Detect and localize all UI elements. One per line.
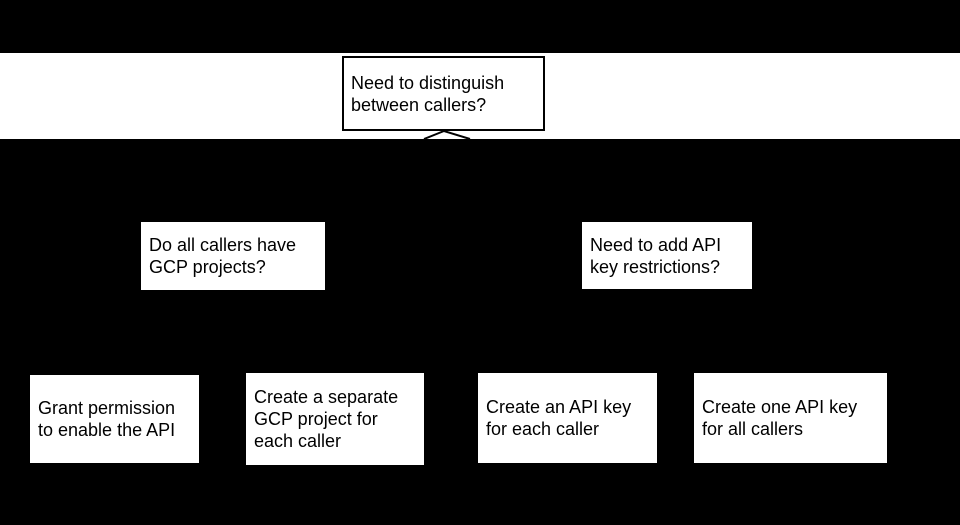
node-label: Grant permission to enable the API (38, 398, 176, 440)
node-label: Create one API key for all callers (702, 397, 858, 439)
decision-node-key-restrictions: Need to add API key restrictions? (582, 222, 752, 289)
node-label: Do all callers have GCP projects? (149, 235, 297, 277)
outcome-node-separate-gcp-project: Create a separate GCP project for each c… (246, 373, 424, 465)
decision-node-gcp-projects: Do all callers have GCP projects? (141, 222, 325, 290)
node-label: Need to add API key restrictions? (590, 234, 722, 277)
outcome-node-grant-permission: Grant permission to enable the API (30, 375, 199, 463)
decision-node-distinguish-callers: Need to distinguish between callers? (342, 56, 545, 131)
outcome-node-one-api-key: Create one API key for all callers (694, 373, 887, 463)
node-label: Need to distinguish between callers? (351, 72, 505, 115)
branch-connector-caret (423, 129, 471, 139)
outcome-node-api-key-per-caller: Create an API key for each caller (478, 373, 657, 463)
node-label: Create an API key for each caller (486, 397, 632, 439)
node-label: Create a separate GCP project for each c… (254, 387, 399, 451)
